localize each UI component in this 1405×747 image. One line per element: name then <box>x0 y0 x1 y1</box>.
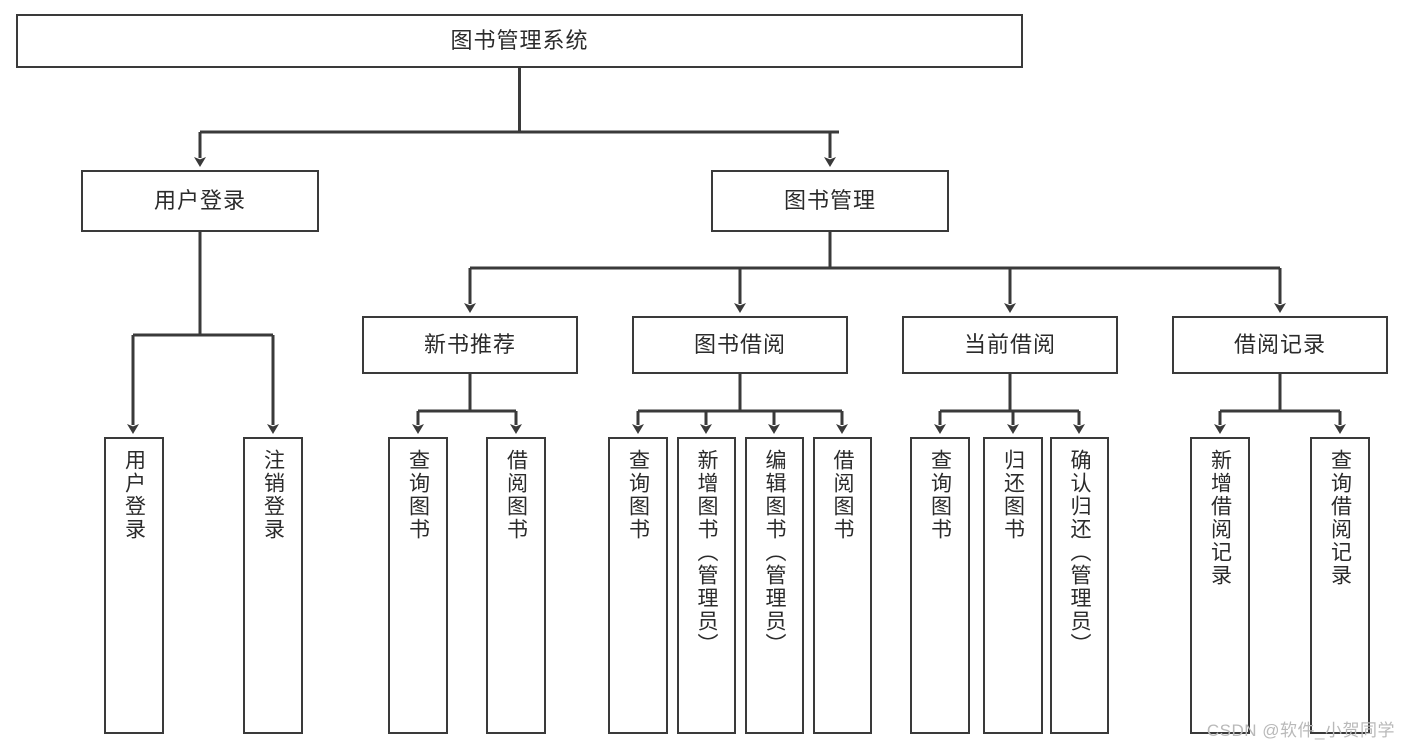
node-leaf-user-login-label: 用户登录 <box>122 449 146 541</box>
node-leaf-edit-book-label: 编辑图书（管理员） <box>763 449 786 656</box>
node-book-manage-label: 图书管理 <box>783 188 876 214</box>
node-leaf-query-book-3[interactable]: 查询图书 <box>910 437 970 734</box>
node-new-book-rec-label: 新书推荐 <box>423 332 516 358</box>
node-leaf-query-record-label: 查询借阅记录 <box>1328 449 1352 587</box>
node-borrow-record[interactable]: 借阅记录 <box>1172 316 1388 374</box>
node-leaf-query-book-2[interactable]: 查询图书 <box>608 437 668 734</box>
node-leaf-borrow-book-1[interactable]: 借阅图书 <box>486 437 546 734</box>
node-leaf-edit-book[interactable]: 编辑图书（管理员） <box>745 437 804 734</box>
node-leaf-confirm-return[interactable]: 确认归还（管理员） <box>1050 437 1109 734</box>
node-leaf-borrow-book-1-label: 借阅图书 <box>504 449 528 541</box>
node-leaf-add-book[interactable]: 新增图书（管理员） <box>677 437 736 734</box>
node-current-borrow-label: 当前借阅 <box>963 332 1056 358</box>
node-current-borrow[interactable]: 当前借阅 <box>902 316 1118 374</box>
node-leaf-add-record-label: 新增借阅记录 <box>1208 449 1232 587</box>
node-book-manage[interactable]: 图书管理 <box>711 170 949 232</box>
node-leaf-logout[interactable]: 注销登录 <box>243 437 303 734</box>
node-borrow-record-label: 借阅记录 <box>1233 332 1326 358</box>
node-leaf-query-book-1[interactable]: 查询图书 <box>388 437 448 734</box>
node-leaf-confirm-return-label: 确认归还（管理员） <box>1068 449 1091 656</box>
node-leaf-logout-label: 注销登录 <box>261 449 285 541</box>
node-leaf-user-login[interactable]: 用户登录 <box>104 437 164 734</box>
node-leaf-borrow-book-2[interactable]: 借阅图书 <box>813 437 872 734</box>
node-leaf-query-record[interactable]: 查询借阅记录 <box>1310 437 1370 734</box>
node-book-borrow-label: 图书借阅 <box>693 332 786 358</box>
node-leaf-query-book-2-label: 查询图书 <box>626 449 650 541</box>
node-user-login[interactable]: 用户登录 <box>81 170 319 232</box>
node-user-login-label: 用户登录 <box>153 188 246 214</box>
node-book-borrow[interactable]: 图书借阅 <box>632 316 848 374</box>
node-leaf-borrow-book-2-label: 借阅图书 <box>831 449 854 541</box>
node-leaf-query-book-3-label: 查询图书 <box>928 449 952 541</box>
node-leaf-return-book[interactable]: 归还图书 <box>983 437 1043 734</box>
node-new-book-rec[interactable]: 新书推荐 <box>362 316 578 374</box>
node-leaf-query-book-1-label: 查询图书 <box>406 449 430 541</box>
node-root-system[interactable]: 图书管理系统 <box>16 14 1023 68</box>
node-leaf-add-record[interactable]: 新增借阅记录 <box>1190 437 1250 734</box>
node-leaf-add-book-label: 新增图书（管理员） <box>695 449 718 656</box>
node-root-label: 图书管理系统 <box>450 28 589 54</box>
node-leaf-return-book-label: 归还图书 <box>1001 449 1025 541</box>
